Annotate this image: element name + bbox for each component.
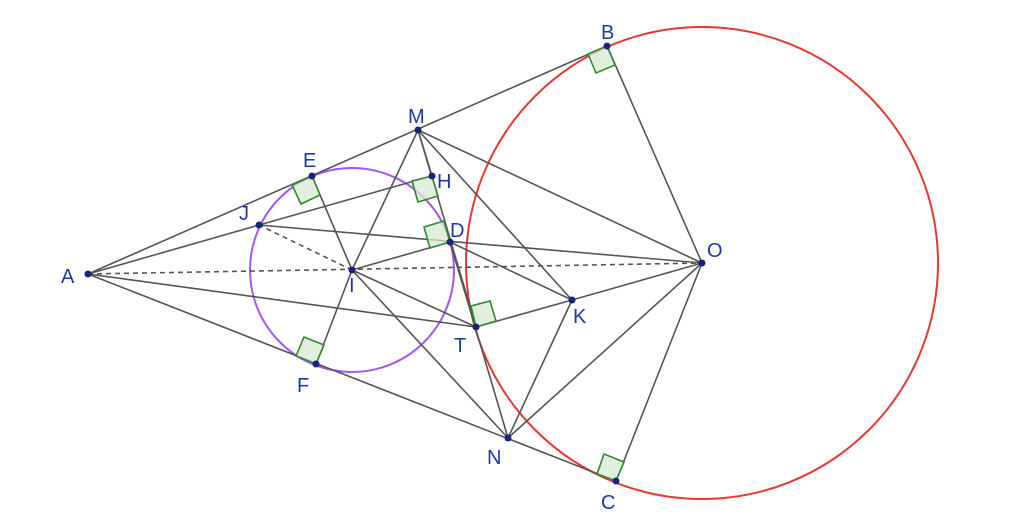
right-angle-h xyxy=(411,175,439,203)
label-t: T xyxy=(454,335,466,357)
segment-ac xyxy=(87,273,617,482)
point-h xyxy=(428,172,436,180)
segments xyxy=(87,45,703,482)
segment-at xyxy=(87,273,477,328)
label-f: F xyxy=(297,375,309,397)
segment-in xyxy=(351,269,509,439)
label-i: I xyxy=(349,275,355,297)
segment-jo xyxy=(258,224,703,264)
point-f xyxy=(312,360,320,368)
point-c xyxy=(612,477,620,485)
right-angle-t xyxy=(470,300,497,329)
label-m: M xyxy=(408,106,425,128)
point-n xyxy=(504,434,512,442)
segment-ab xyxy=(87,45,608,275)
point-j xyxy=(255,221,263,229)
segment-mt xyxy=(417,129,477,328)
label-b: B xyxy=(601,22,614,44)
right-angle-d xyxy=(423,220,451,249)
segment-mi xyxy=(351,129,419,271)
right-angle-c xyxy=(595,452,626,483)
label-a: A xyxy=(61,266,75,288)
point-m xyxy=(414,126,422,134)
segment-mo xyxy=(417,129,703,264)
point-t xyxy=(472,323,480,331)
segment-jh xyxy=(258,175,433,226)
label-c: C xyxy=(601,492,615,514)
segment-oc xyxy=(615,262,703,482)
label-k: K xyxy=(573,306,587,328)
circle-o xyxy=(465,26,939,500)
label-n: N xyxy=(487,447,501,469)
segment-mk xyxy=(417,129,573,301)
right-angle-e xyxy=(290,174,322,206)
label-e: E xyxy=(303,150,316,172)
label-d: D xyxy=(450,220,464,242)
segment-it xyxy=(351,269,477,328)
label-h: H xyxy=(437,171,451,193)
segment-no xyxy=(507,262,703,439)
right-angle-b xyxy=(586,44,617,75)
segment-ob xyxy=(606,45,703,264)
point-e xyxy=(308,172,316,180)
right-angle-f xyxy=(294,335,326,366)
segment-aj xyxy=(87,224,260,275)
segment-ko xyxy=(571,262,703,301)
point-a xyxy=(84,270,92,278)
segment-dn xyxy=(449,241,509,439)
point-o xyxy=(698,259,706,267)
label-o: O xyxy=(707,240,723,262)
segment-kn xyxy=(507,299,573,439)
segment-dk xyxy=(449,241,573,301)
point-d xyxy=(446,238,454,246)
point-b xyxy=(603,42,611,50)
dashed-line-ao xyxy=(87,262,703,275)
label-j: J xyxy=(239,203,249,225)
point-i xyxy=(348,266,356,274)
point-k xyxy=(568,296,576,304)
points xyxy=(84,42,706,485)
circle-i xyxy=(249,167,455,373)
labels: A B C D E F H I J K M N O T xyxy=(61,22,723,514)
right-angle-markers xyxy=(290,44,626,483)
